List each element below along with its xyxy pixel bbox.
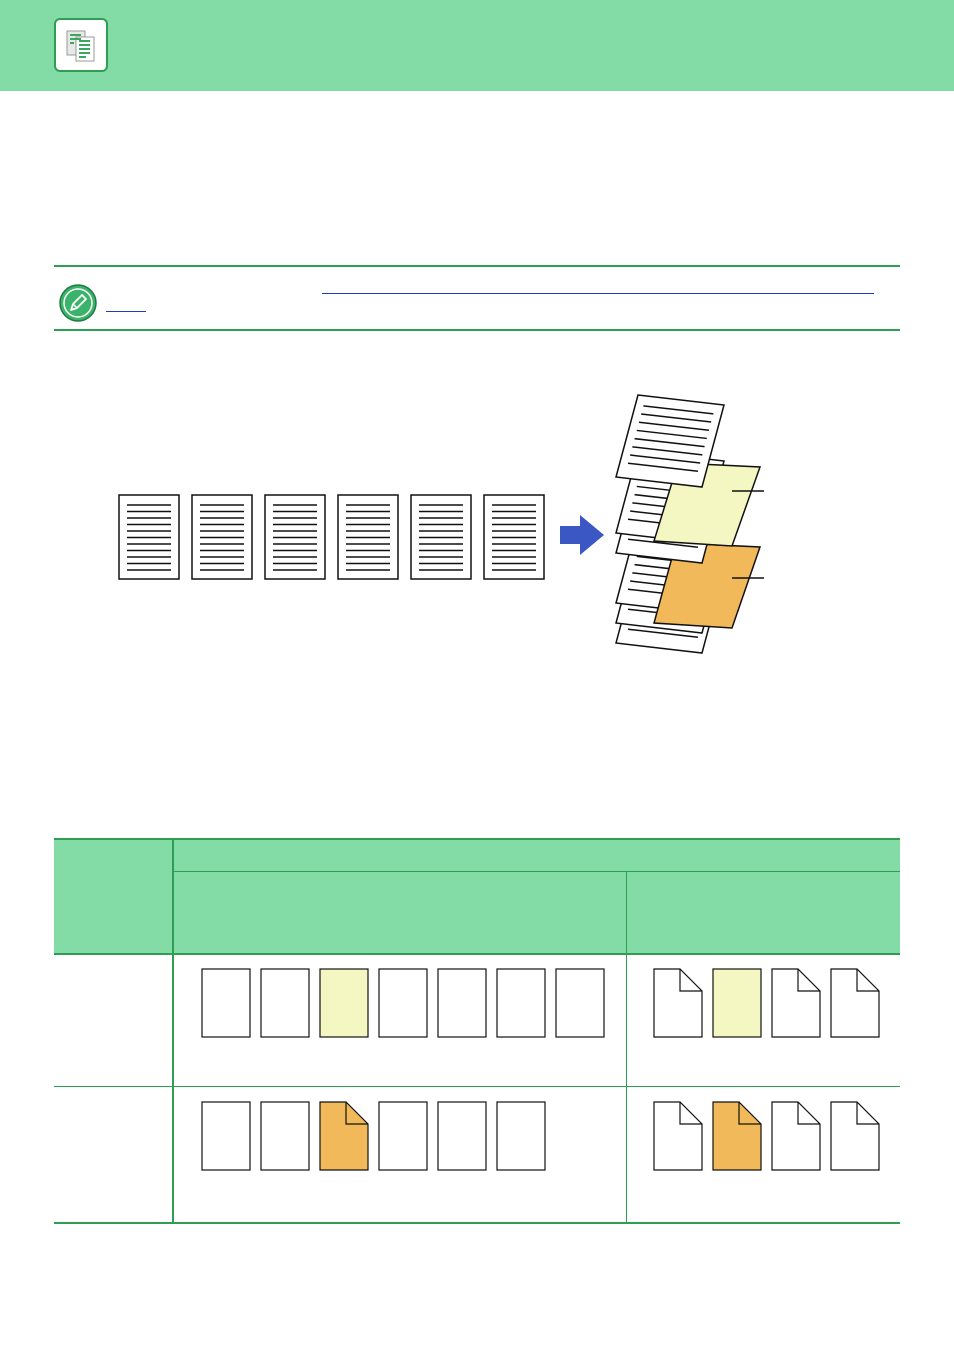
table-sheets — [201, 968, 880, 1171]
table-header-corner — [54, 838, 172, 954]
original-pages — [118, 494, 545, 580]
note-box — [54, 265, 900, 331]
sheet-plain — [496, 1101, 546, 1171]
sheet-plain — [201, 1101, 251, 1171]
sheet-plain — [260, 968, 310, 1038]
original-page — [410, 494, 472, 580]
table-divider — [626, 871, 627, 1224]
sheet-folded — [830, 1101, 880, 1171]
table-divider — [172, 871, 900, 872]
sheet-yellow — [712, 968, 762, 1038]
original-page — [191, 494, 253, 580]
sheet-plain — [437, 968, 487, 1038]
note-link-underline[interactable] — [106, 311, 146, 312]
copy-document-icon[interactable] — [54, 18, 108, 72]
table-border — [54, 1222, 900, 1224]
table-divider — [54, 953, 900, 955]
sheet-yellow — [319, 968, 369, 1038]
table-divider — [54, 1086, 900, 1087]
table-border — [54, 838, 900, 840]
pencil-icon — [59, 284, 97, 322]
note-link-underline[interactable] — [322, 293, 874, 294]
original-page — [483, 494, 545, 580]
insertion-illustration — [100, 385, 800, 680]
sheet-folded — [771, 1101, 821, 1171]
insert-settings-table — [54, 838, 900, 1224]
sheet-plain — [555, 968, 605, 1038]
original-page — [118, 494, 180, 580]
sheet-plain — [260, 1101, 310, 1171]
table-header — [172, 838, 900, 954]
sheet-orange-folded — [712, 1101, 762, 1171]
original-page — [264, 494, 326, 580]
sheet-plain — [201, 968, 251, 1038]
original-page — [337, 494, 399, 580]
header-bar — [0, 0, 954, 91]
sheet-folded — [830, 968, 880, 1038]
output-page — [615, 394, 725, 488]
illustration-graphic — [118, 394, 764, 654]
sheet-folded — [653, 1101, 703, 1171]
sheet-plain — [378, 1101, 428, 1171]
table-divider — [172, 838, 174, 1224]
right-arrow-icon — [560, 515, 604, 555]
sheet-plain — [437, 1101, 487, 1171]
sheet-folded — [653, 968, 703, 1038]
sheet-plain — [378, 968, 428, 1038]
sheet-plain — [496, 968, 546, 1038]
sheet-orange-folded — [319, 1101, 369, 1171]
sheet-folded — [771, 968, 821, 1038]
